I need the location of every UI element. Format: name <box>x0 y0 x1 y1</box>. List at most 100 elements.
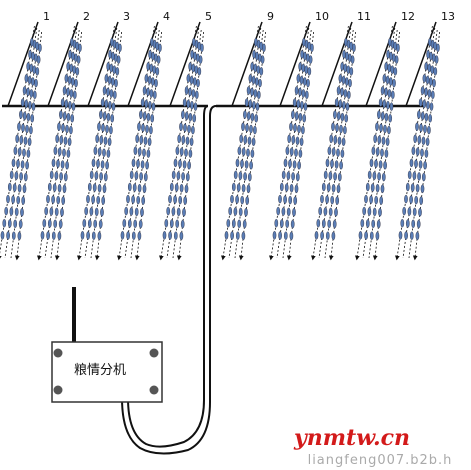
sensor-node <box>146 87 150 97</box>
sensor-node <box>367 207 372 216</box>
sensor-node <box>241 147 246 156</box>
sensor-node <box>179 122 183 131</box>
sensor-node <box>189 137 194 147</box>
sensor-node <box>419 123 423 133</box>
sensor-node <box>343 125 347 135</box>
sensor-node <box>73 90 77 100</box>
sensor-node <box>325 195 329 204</box>
sensor-node <box>109 63 114 73</box>
sensor-node <box>17 231 22 241</box>
sensor-node <box>289 183 294 193</box>
sensor-node <box>252 100 256 110</box>
sensor-node <box>251 75 256 85</box>
sensor-node <box>156 55 161 64</box>
sensor-node <box>193 51 197 61</box>
sensor-node <box>301 125 305 135</box>
sensor-node <box>430 65 435 74</box>
cable-edge <box>87 21 119 107</box>
sensor-node <box>249 161 253 170</box>
sensor-node <box>148 100 152 110</box>
sensor-node <box>72 65 77 74</box>
sensor-node <box>404 194 408 204</box>
sensor-node <box>11 158 16 168</box>
sensor-node <box>143 136 148 146</box>
sensor-node <box>26 62 31 71</box>
sensor-node <box>177 134 181 144</box>
sensor-node <box>378 98 383 107</box>
sensor-node <box>181 135 186 145</box>
sensor-node <box>54 207 59 217</box>
sensor-node <box>52 183 57 192</box>
sensor-node <box>262 43 266 52</box>
sensor-node <box>272 231 277 240</box>
box-screw-icon <box>53 385 63 395</box>
sensor-node <box>105 124 109 134</box>
sensor-node <box>97 183 102 193</box>
sensor-node <box>233 170 238 180</box>
sensor-node <box>346 65 351 74</box>
sensor-node <box>91 158 96 168</box>
sensor-node <box>92 231 96 240</box>
sensor-node <box>179 183 184 193</box>
sensor-node <box>57 183 62 193</box>
sensor-node <box>187 161 191 170</box>
sensor-node <box>22 86 27 95</box>
sensor-node <box>53 146 58 156</box>
sensor-node <box>19 172 23 181</box>
sensor-node <box>428 77 433 86</box>
sensor-node <box>133 219 137 229</box>
sensor-node <box>46 231 50 240</box>
sensor-node <box>429 102 434 111</box>
sensor-node <box>127 182 132 192</box>
sensor-node <box>26 87 30 97</box>
sensor-node <box>60 160 65 169</box>
sensor-node <box>139 110 143 119</box>
sensor-node <box>80 231 85 240</box>
sensor-node <box>364 194 368 204</box>
sensor-node <box>407 207 412 216</box>
sensor-node <box>124 206 128 216</box>
sensor-node <box>409 231 414 240</box>
sensor-node <box>323 170 328 180</box>
sensor-node <box>425 137 430 147</box>
sensor-node <box>415 122 419 131</box>
sensor-node <box>14 171 19 180</box>
sensor-node <box>377 135 382 145</box>
sensor-node <box>181 172 185 181</box>
sensor-node <box>69 89 74 98</box>
sensor-node <box>415 183 420 193</box>
sensor-node <box>55 134 60 144</box>
sensor-node <box>11 231 16 240</box>
sensor-node <box>412 171 417 180</box>
grain-host-box: 粮情分机 <box>51 341 163 403</box>
sensor-node <box>56 159 60 168</box>
sensor-node <box>70 114 74 123</box>
sensor-node <box>323 207 328 216</box>
sensor-node <box>140 160 145 169</box>
sensor-node <box>418 160 423 169</box>
sensor-node <box>300 100 304 110</box>
sensor-node <box>409 158 414 168</box>
sensor-node <box>248 99 253 109</box>
sensor-node <box>173 231 178 240</box>
sensor-node <box>407 170 412 180</box>
sensor-node <box>291 110 295 119</box>
host-box-body <box>51 341 163 403</box>
sensor-node <box>372 171 377 180</box>
sensor-node <box>32 65 37 74</box>
sensor-node <box>86 194 90 204</box>
sensor-node <box>7 182 12 192</box>
sensor-node <box>412 207 417 217</box>
sensor-node <box>29 125 33 135</box>
sensor-node <box>92 183 97 192</box>
sensor-node <box>377 172 381 181</box>
sensor-node <box>293 123 297 133</box>
sensor-node <box>274 218 279 228</box>
sensor-node <box>144 99 149 109</box>
sensor-node <box>196 78 200 88</box>
sensor-node <box>29 63 34 73</box>
sensor-node <box>18 219 23 229</box>
sensor-node <box>142 86 147 95</box>
sensor-node <box>175 219 179 229</box>
sensor-node <box>182 98 187 107</box>
